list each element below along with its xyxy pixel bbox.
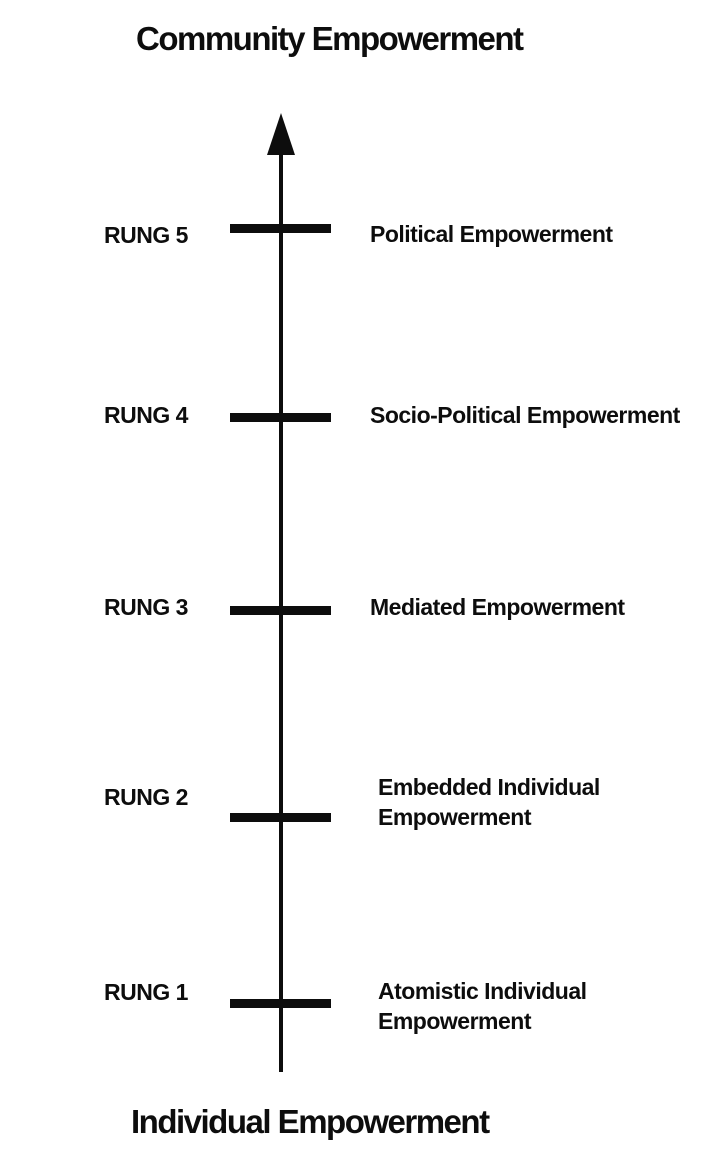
rung-1-tick	[230, 999, 331, 1008]
rung-1-title: Atomistic Individual Empowerment	[378, 976, 587, 1036]
rung-3-tick	[230, 606, 331, 615]
rung-4-title: Socio-Political Empowerment	[370, 400, 680, 430]
rung-3-title-line: Mediated Empowerment	[370, 594, 625, 620]
rung-2-title-line-2: Empowerment	[378, 804, 531, 830]
rung-5-tick	[230, 224, 331, 233]
rung-5-label: RUNG 5	[104, 222, 188, 248]
rung-4-tick	[230, 413, 331, 422]
rung-4-title-line: Socio-Political Empowerment	[370, 402, 680, 428]
rung-3-label: RUNG 3	[104, 594, 188, 620]
rung-3-title: Mediated Empowerment	[370, 592, 625, 622]
rung-1-title-line-2: Empowerment	[378, 1008, 531, 1034]
rung-5-title: Political Empowerment	[370, 219, 613, 249]
rung-1-title-line-1: Atomistic Individual	[378, 978, 587, 1004]
rung-2-title-line-1: Embedded Individual	[378, 774, 600, 800]
rung-2-title: Embedded Individual Empowerment	[378, 772, 600, 832]
individual-empowerment-label: Individual Empowerment	[131, 1103, 490, 1140]
rung-2-label: RUNG 2	[104, 784, 188, 810]
rung-4-label: RUNG 4	[104, 402, 188, 428]
community-empowerment-label: Community Empowerment	[136, 20, 524, 57]
rung-2-tick	[230, 813, 331, 822]
up-arrowhead-icon	[267, 113, 295, 155]
rung-1-label: RUNG 1	[104, 979, 188, 1005]
rung-5-title-line: Political Empowerment	[370, 221, 613, 247]
